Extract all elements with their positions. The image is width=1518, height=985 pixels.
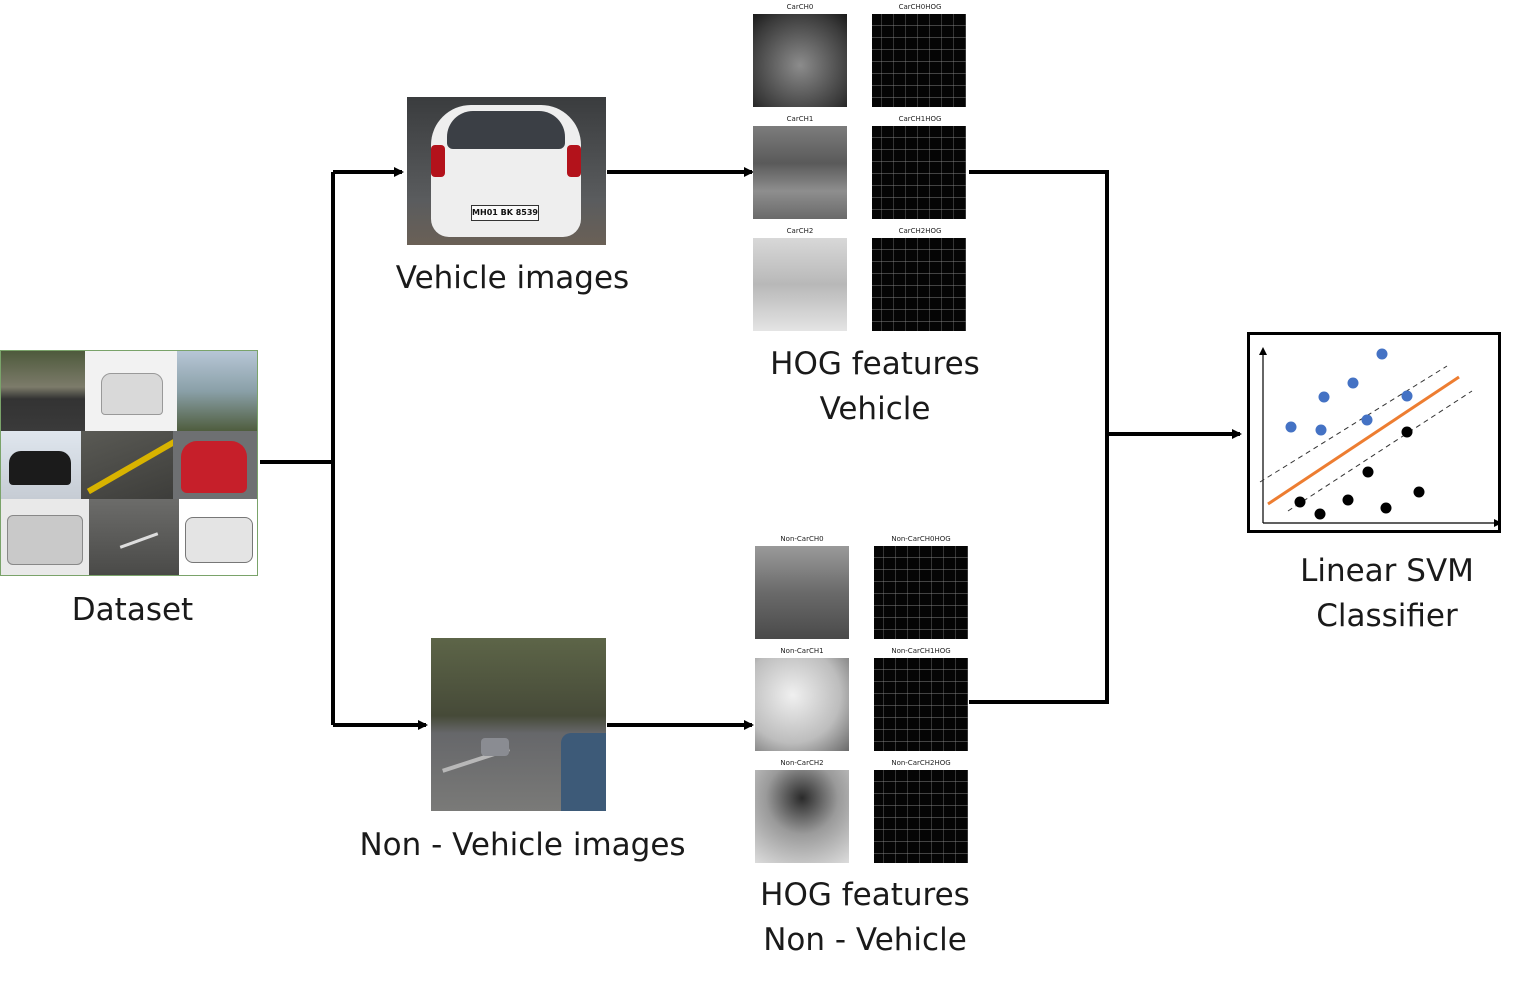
dataset-collage xyxy=(0,350,258,576)
vehicle-image: MH01 BK 8539 xyxy=(407,97,606,245)
svm-plot xyxy=(1259,347,1502,527)
class-a-point xyxy=(1285,421,1297,433)
car-rear-window xyxy=(447,111,565,149)
panel-title: Non-CarCH1HOG xyxy=(891,647,951,655)
panel-title: Non-CarCH0 xyxy=(780,535,824,543)
license-plate: MH01 BK 8539 xyxy=(471,205,539,221)
noncar-ch2-hog xyxy=(874,770,968,863)
panel-title: Non-CarCH1 xyxy=(780,647,824,655)
svm-label-line1: Linear SVM xyxy=(1300,553,1474,589)
hog-vehicle-label-line2: Vehicle xyxy=(819,391,931,427)
class-b-point xyxy=(1342,494,1354,506)
hog-nonvehicle-label-line2: Non - Vehicle xyxy=(763,922,967,958)
car-ch2-image xyxy=(753,238,847,331)
dataset-tile xyxy=(85,351,177,431)
dataset-tile xyxy=(179,499,257,575)
merge-top xyxy=(969,170,1109,704)
distant-car xyxy=(481,738,509,756)
nonvehicle-images-label: Non - Vehicle images xyxy=(359,827,686,863)
class-b-point xyxy=(1413,486,1425,498)
noncar-ch1-image xyxy=(755,658,849,751)
dataset-tile xyxy=(81,431,186,499)
class-a-point xyxy=(1318,391,1330,403)
side-car xyxy=(561,733,606,811)
hog-vehicle-label-line1: HOG features xyxy=(770,346,980,382)
svm-decision-boundary xyxy=(1267,375,1460,506)
panel-title: CarCH0HOG xyxy=(898,3,942,11)
panel-title: CarCH2 xyxy=(786,227,814,235)
noncar-ch0-image xyxy=(755,546,849,639)
dataset-tile xyxy=(1,351,85,431)
class-b-point xyxy=(1380,502,1392,514)
svm-plot-frame xyxy=(1247,332,1502,533)
car-ch2-hog xyxy=(872,238,966,331)
vehicle-images-label: Vehicle images xyxy=(395,260,630,296)
panel-title: CarCH1HOG xyxy=(898,115,942,123)
panel-title: Non-CarCH2HOG xyxy=(891,759,951,767)
class-a-point xyxy=(1361,414,1373,426)
margin-lower xyxy=(1287,390,1473,512)
class-a-point xyxy=(1347,377,1359,389)
margin-upper xyxy=(1259,365,1448,483)
car-ch1-hog xyxy=(872,126,966,219)
dataset-tile xyxy=(1,499,89,575)
panel-title: CarCH0 xyxy=(786,3,814,11)
noncar-ch0-hog xyxy=(874,546,968,639)
panel-title: Non-CarCH0HOG xyxy=(891,535,951,543)
car-ch0-hog xyxy=(872,14,966,107)
svm-label-line2: Classifier xyxy=(1316,598,1458,634)
dataset-tile xyxy=(173,431,257,499)
tail-light-left xyxy=(431,145,445,177)
noncar-ch1-hog xyxy=(874,658,968,751)
dataset-tile xyxy=(1,431,81,499)
hog-nonvehicle-label-line1: HOG features xyxy=(760,877,970,913)
car-ch1-image xyxy=(753,126,847,219)
class-a-point xyxy=(1401,390,1413,402)
noncar-ch2-image xyxy=(755,770,849,863)
dataset-tile xyxy=(89,499,179,575)
class-b-point xyxy=(1401,426,1413,438)
class-a-point xyxy=(1315,424,1327,436)
class-a-point xyxy=(1376,348,1388,360)
class-b-point xyxy=(1314,508,1326,520)
panel-title: Non-CarCH2 xyxy=(780,759,824,767)
class-b-point xyxy=(1362,466,1374,478)
panel-title: CarCH2HOG xyxy=(898,227,942,235)
tail-light-right xyxy=(567,145,581,177)
dataset-tile xyxy=(177,351,257,431)
dataset-label: Dataset xyxy=(71,592,194,628)
class-b-point xyxy=(1294,496,1306,508)
car-ch0-image xyxy=(753,14,847,107)
nonvehicle-image xyxy=(431,638,606,811)
panel-title: CarCH1 xyxy=(786,115,814,123)
